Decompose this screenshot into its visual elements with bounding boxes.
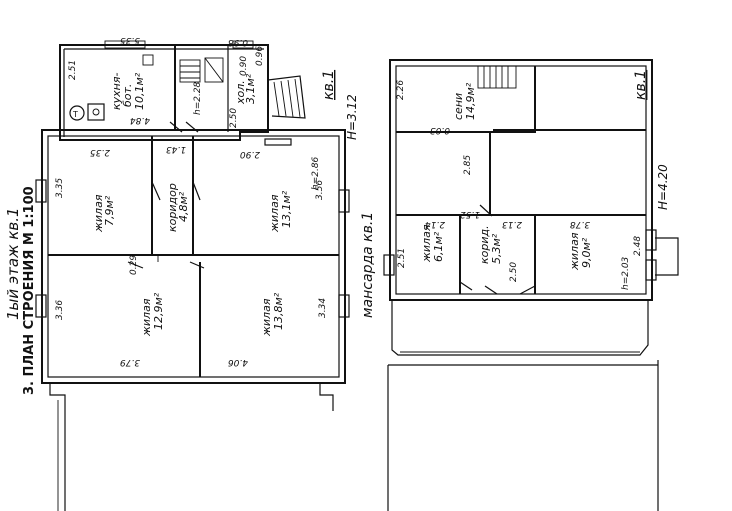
dim-a226: 2.26 <box>396 80 406 100</box>
room4-area: 13,8м² <box>272 292 285 330</box>
kv1-label-right: кв.1 <box>633 70 649 100</box>
floor1-plan: Т <box>35 40 350 511</box>
plan-title: 3. ПЛАН СТРОЕНИЯ М 1:100 <box>22 186 37 395</box>
room6-area: 9,0м² <box>580 237 593 268</box>
height-attic: Н=4.20 <box>656 164 670 210</box>
dim-098: 0.98 <box>228 37 248 47</box>
room3-area: 12,9м² <box>152 292 165 330</box>
corridor-label: коридор <box>166 183 179 232</box>
dim-a213: 2.13 <box>502 219 522 229</box>
attic-caption: мансарда кв.1 <box>360 212 376 318</box>
room5-label: жилая <box>420 224 433 263</box>
dim-335: 3.35 <box>55 178 65 198</box>
room1-label: жилая <box>92 194 105 233</box>
dim-379: 3.79 <box>120 357 140 367</box>
dim-406: 4.06 <box>228 357 248 367</box>
corridor-area: 4,8м² <box>177 191 190 222</box>
dim-535: 5.35 <box>120 35 140 45</box>
dim-h228: h=2.28 <box>193 81 203 115</box>
dim-356: 3.56 <box>315 180 325 200</box>
room2-label: жилая <box>268 194 281 233</box>
dim-334: 3.34 <box>318 298 328 318</box>
attic-corridor-area: 5,3м² <box>490 233 503 264</box>
dim-143: 1.43 <box>166 144 186 154</box>
room1-area: 7,9м² <box>103 195 116 226</box>
dim-a378: 3.78 <box>570 219 590 229</box>
room6-label: жилая <box>568 232 581 271</box>
dim-336: 3.36 <box>55 300 65 320</box>
attic-corridor-label: корид. <box>478 225 491 264</box>
svg-text:Т: Т <box>72 110 78 119</box>
dim-a003: 0.03 <box>430 125 450 135</box>
dim-a250: 2.50 <box>509 262 519 282</box>
dim-a152: 1.52 <box>460 209 480 219</box>
dim-250: 2.50 <box>229 108 239 128</box>
dim-096: 0.96 <box>255 46 265 66</box>
kv1-label-left: кв.1 <box>321 70 337 100</box>
dim-290: 2.90 <box>240 149 260 159</box>
dim-a285: 2.85 <box>463 155 473 175</box>
room4-label: жилая <box>260 298 273 337</box>
room3-label: жилая <box>140 298 153 337</box>
sen-label: сени <box>452 93 465 120</box>
hall-area: 3,1м² <box>244 73 257 104</box>
hall-label: хол. <box>234 80 247 105</box>
dim-251: 2.51 <box>68 60 78 80</box>
sen-area: 14,9м² <box>464 82 477 120</box>
dim-a251: 2.51 <box>397 248 407 268</box>
room5-area: 6,1м² <box>432 231 445 262</box>
floor1-caption: 1ый этаж кв.1 <box>4 207 22 320</box>
room2-area: 13,1м² <box>280 190 293 228</box>
dim-a214: 2.14 <box>425 219 445 229</box>
dim-ah203: h=2.03 <box>621 256 631 290</box>
dim-a248: 2.48 <box>633 236 643 256</box>
kitchen-label-2: бот. <box>121 84 134 107</box>
kitchen-area: 10,1м² <box>133 72 146 110</box>
dim-484: 4.84 <box>130 115 150 125</box>
dim-029: 0.29 <box>129 255 139 275</box>
dim-h286: h=2.86 <box>311 156 321 190</box>
dim-235: 2.35 <box>90 147 110 157</box>
kitchen-label: кухня- <box>110 73 123 110</box>
height-floor1: Н=3.12 <box>345 94 359 140</box>
attic-plan <box>383 59 679 511</box>
dim-090: 0.90 <box>239 56 249 76</box>
